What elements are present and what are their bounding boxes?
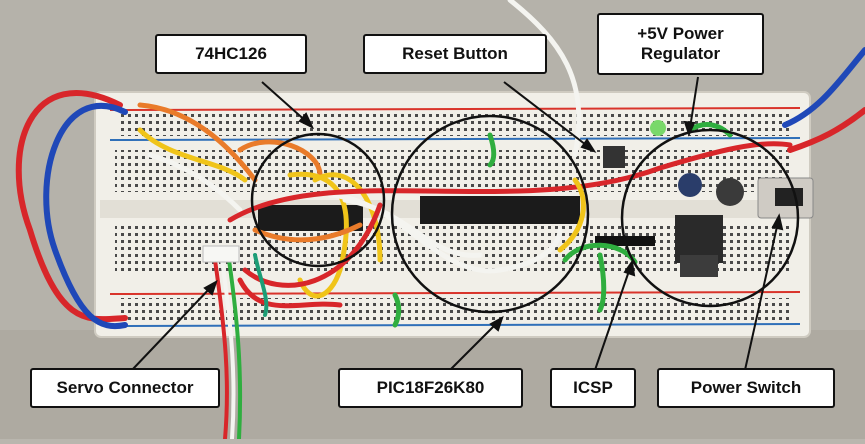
label-power-switch-text: Power Switch <box>690 378 802 397</box>
label-servo-connector-text: Servo Connector <box>56 378 194 397</box>
label-servo-connector: Servo Connector <box>30 368 220 408</box>
circle-pic18f26k80 <box>390 114 590 314</box>
circle-power-regulator <box>620 128 800 308</box>
top-rail-red <box>109 107 801 111</box>
regulator-components <box>675 173 744 277</box>
label-reset-button: Reset Button <box>363 34 547 74</box>
label-icsp: ICSP <box>550 368 636 408</box>
servo-connector-body <box>202 245 240 263</box>
label-power-switch: Power Switch <box>657 368 835 408</box>
chip-pic18f26k80 <box>420 196 580 224</box>
label-pic18f26k80: PIC18F26K80 <box>338 368 523 408</box>
top-rail-blue <box>109 137 801 141</box>
top-rail-holes <box>120 114 790 124</box>
label-reset-button-text: Reset Button <box>402 44 508 63</box>
label-icsp-text: ICSP <box>573 378 613 397</box>
label-power-regulator-text: +5V Power Regulator <box>637 24 724 63</box>
highlight-circles <box>250 114 800 314</box>
wires <box>15 0 865 441</box>
led <box>650 120 666 136</box>
reset-button-body <box>603 146 625 168</box>
label-74hc126: 74HC126 <box>155 34 307 74</box>
circle-74hc126 <box>250 132 386 268</box>
label-power-regulator: +5V Power Regulator <box>597 13 764 75</box>
label-pic18f26k80-text: PIC18F26K80 <box>376 378 485 397</box>
leader-arrows <box>131 76 784 371</box>
label-74hc126-text: 74HC126 <box>195 44 267 63</box>
